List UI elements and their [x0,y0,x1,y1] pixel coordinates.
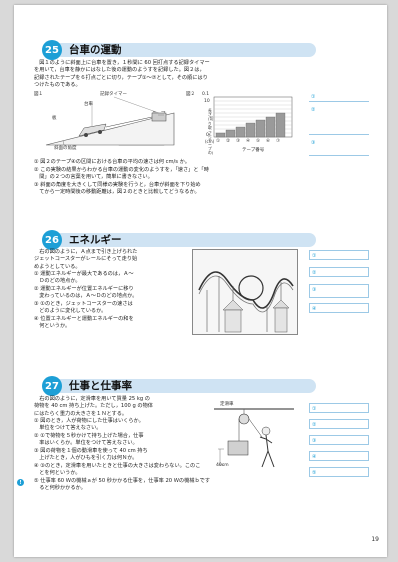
section-26-number-badge: 26 [42,230,62,250]
section-27-answer-1[interactable]: ① [309,403,369,413]
pulley-fixed-label: 定滑車 [220,402,234,407]
section-27-title-bar [54,379,316,393]
figure-2-xtick-6: ⑥ [266,139,271,144]
pulley-drawing [214,408,294,468]
section-25-question-3: ③ 斜面の角度を大きくして同様の実験を行うと，台車が斜面を下り始め てから一定時… [34,182,201,196]
section-26-question-4: ④ 位置エネルギーと運動エネルギーの和を 何というか。 [34,316,134,330]
section-27-question-2: ② ①で荷物を５秒かけて持ち上げた場合，仕事 率はいくらか。単位をつけて答えなさ… [34,433,144,447]
section-27-number-badge: 27 [42,376,62,396]
section-25-body: 図１のように斜面上に台車を置き，１秒間に 60 回打点する記録タイマー を用いて… [34,60,210,88]
section-26-answer-4[interactable]: ④ [309,303,369,313]
section-27-answer-5[interactable]: ⑤ [309,467,369,477]
section-27-question-5: ⑤ 仕事率 60 Ｗの機械ａが 50 秒かかる仕事を，仕事率 20 Ｗの機械ｂで… [34,478,211,492]
pulley-distance-label: 40cm [216,463,229,468]
section-27-question-4: ④ ③のとき，定滑車を用いたときと仕事の大きさは変わらない。このこ とを何という… [34,463,201,477]
section-25-title: 台車の運動 [69,44,122,56]
section-25-title-bar [54,43,316,57]
figure-2-xtick-5: ⑤ [256,139,261,144]
section-26-question-3: ③ ①のとき，ジェットコースターの速さは どのように変化しているか。 [34,301,133,315]
section-26-title: エネルギー [69,234,122,246]
figure-2-tape-chart: 図２ 0.1 10 0 (cm) 長さ(切り取ったテープの) テープ番号 ① ② [186,91,298,155]
figure-1-cart-label: 台車 [84,102,93,107]
section-27-question-3: ③ 図の荷物を１個の動滑車を使って 40 cm 持ち 上げたとき，人がひもを引く… [34,448,148,462]
figure-2-ytick-top: 0.1 [202,92,210,97]
figure-2-xtick-7: ⑦ [276,139,281,144]
figure-2-xtick-4: ④ [246,139,251,144]
figure-1-timer-label: 記録タイマー [100,92,127,97]
section-26-answer-2[interactable]: ② [309,267,369,277]
roller-coaster-illustration [192,249,298,335]
section-26-title-bar [54,233,316,247]
figure-2-y-label: 長さ(切り取ったテープの) [208,108,214,156]
section-27-answer-3[interactable]: ③ [309,435,369,445]
figure-2-unit: (cm) [205,139,215,144]
section-27-answer-2[interactable]: ② [309,419,369,429]
section-25-answer-1[interactable]: ① [309,92,369,102]
section-25-answer-2[interactable]: ② [309,105,369,135]
figure-1-board-label: 板 [52,116,57,121]
figure-2-label: 図２ [186,92,195,97]
section-25-number-badge: 25 [42,40,62,60]
figure-2-ytick-10: 10 [204,99,210,104]
roller-coaster-drawing [198,271,294,333]
figure-2-ytick-0: 0 [206,133,209,138]
figure-2-grid [213,96,293,138]
section-25-question-2: ② この実験の結果からわかる台車の運動の変化のようすを，「速さ」と「時 間」の２… [34,167,209,181]
section-26-body: 右の図のように，Ａ点まで引き上げられた ジェットコースターがレールにそって走り始… [34,249,138,270]
section-26-answer-1[interactable]: ① [309,250,369,260]
section-27-question-1: ① 図のとき，人が荷物にした仕事はいくらか。 単位をつけて答えなさい。 [34,418,144,432]
figure-2-xtick-1: ① [216,139,221,144]
challenge-icon: ! [17,479,24,486]
section-26-answer-3[interactable]: ③ [309,284,369,298]
figure-2-xtick-2: ② [226,139,231,144]
section-25-question-1: ① 図２のテープ④の区間における台車の平均の速さは何 cm/s か。 [34,159,190,165]
section-27-title: 仕事と仕事率 [69,380,132,392]
figure-1-cart-slope: 図１ 記録タイマー 台車 テープ 板 斜面の角度 木片 [34,91,184,153]
figure-1-angle-label: 斜面の角度 [54,146,77,151]
section-26-question-1: ① 運動エネルギーが最大であるのは，Ａ～ Ｄのどの地点か。 [34,271,134,285]
figure-2-x-label: テープ番号 [242,148,265,153]
section-26-question-2: ② 運動エネルギーが位置エネルギーに移り 変わっているのは，Ａ～Ｄのどの地点か。 [34,286,138,300]
figure-1-drawing [45,96,175,146]
workbook-page: 25 台車の運動 図１のように斜面上に台車を置き，１秒間に 60 回打点する記録… [14,5,387,557]
section-25-answer-3[interactable]: ③ [309,138,369,156]
figure-2-xtick-3: ③ [236,139,241,144]
section-27-body: 右の図のように，定滑車を用いて質量 25 kg の 荷物を 40 cm 持ち上げ… [34,396,153,417]
page-number: 19 [371,536,379,543]
section-27-answer-4[interactable]: ④ [309,451,369,461]
figure-1-label: 図１ [34,92,43,97]
